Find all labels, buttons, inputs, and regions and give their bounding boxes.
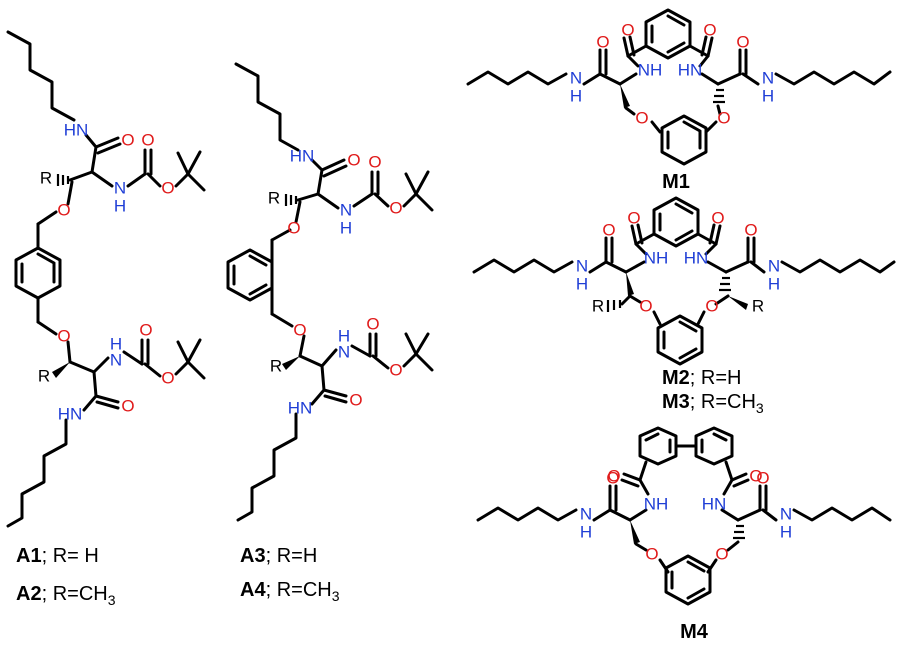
atom-o: O [389,361,402,380]
atom-h: H [340,219,352,238]
atom-n: N [768,257,780,276]
atom-o: O [57,327,70,346]
structure-a3-a4: HN O N H O O R O O H N O O R O HN [226,62,434,522]
atom-h: H [768,275,780,294]
atom-o: O [749,467,762,486]
structure-m1: O O NH HN O O N H N H O O [466,8,892,166]
atom-o: O [366,315,379,334]
atom-r: R [268,189,280,208]
caption-m2: M2; R=H [662,367,741,389]
atom-o: O [161,179,174,198]
caption-a4: A4; R=CH3 [240,579,340,604]
atom-hn: HN [684,249,709,268]
atom-o: O [349,391,362,410]
atom-h: H [338,327,350,346]
atom-o: O [645,545,658,564]
atom-o: O [602,221,615,240]
atom-o: O [717,109,730,128]
atom-o: O [639,297,652,316]
atom-hn: HN [58,405,83,424]
atom-n: N [114,179,126,198]
structure-m2-m3: O O NH HN O O N H N H O O R R [472,196,896,366]
atom-o: O [736,33,749,52]
structure-a1-a2: HN O N H O O R O O H N O O R O HN [6,30,206,528]
atom-h: H [576,275,588,294]
atom-n: N [338,343,350,362]
atom-o: O [368,153,381,172]
atom-n: N [576,257,588,276]
atom-r: R [752,297,764,316]
atom-o: O [703,21,716,40]
atom-o: O [606,469,619,488]
atom-hn: HN [64,121,89,140]
atom-n: N [580,505,592,524]
atom-o: O [389,199,402,218]
caption-a3: A3; R=H [240,545,317,567]
atom-o: O [635,109,648,128]
atom-o: O [715,545,728,564]
atom-o: O [139,321,152,340]
atom-n: N [762,69,774,88]
atom-hn: HN [288,399,313,418]
atom-h: H [114,197,126,216]
atom-o: O [141,131,154,150]
caption-m1: M1 [662,171,690,193]
atom-o: O [347,151,360,170]
caption-a2: A2; R=CH3 [16,583,116,608]
atom-n: N [340,201,352,220]
atom-o: O [596,33,609,52]
atom-n: N [570,69,582,88]
atom-o: O [756,469,769,488]
atom-o: O [293,321,306,340]
caption-m3: M3; R=CH3 [662,391,764,416]
atom-r: R [40,169,52,188]
atom-n: N [780,505,792,524]
atom-o: O [711,209,724,228]
atom-h: H [762,87,774,106]
caption-a1: A1; R= H [16,545,99,567]
atom-r: R [38,367,50,386]
atom-hn: HN [290,147,315,166]
atom-h: H [570,87,582,106]
atom-o: O [161,369,174,388]
atom-o: O [121,131,134,150]
atom-nh: NH [638,61,663,80]
atom-hn: HN [678,61,703,80]
atom-o: O [744,221,757,240]
atom-nh: NH [644,495,669,514]
atom-nh: NH [644,249,669,268]
structure-m4: O O NH HN O O N H N H O O [476,426,892,606]
atom-o: O [621,21,634,40]
atom-o: O [57,201,70,220]
atom-h: H [110,335,122,354]
atom-o: O [627,209,640,228]
atom-o: O [607,467,620,486]
atom-h: H [780,523,792,542]
atom-hn: HN [702,495,727,514]
caption-m4: M4 [680,621,709,643]
atom-o: O [705,297,718,316]
atom-r: R [270,357,282,376]
atom-h: H [580,523,592,542]
atom-n: N [110,351,122,370]
atom-o: O [121,397,134,416]
atom-r: R [592,297,604,316]
atom-o: O [287,219,300,238]
